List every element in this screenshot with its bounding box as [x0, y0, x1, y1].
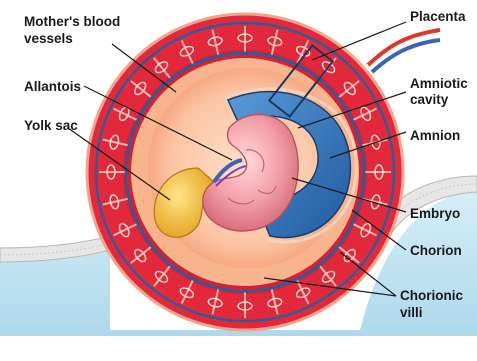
- label-chorionic-villi-2: villi: [400, 305, 423, 320]
- label-embryo: Embryo: [410, 206, 460, 221]
- label-chorionic-villi-1: Chorionic: [400, 288, 463, 303]
- label-amniotic-cavity-2: cavity: [410, 92, 449, 107]
- label-amniotic-cavity-1: Amniotic: [410, 76, 468, 91]
- mothers-artery: [368, 30, 440, 65]
- label-amnion: Amnion: [410, 128, 460, 143]
- label-placenta: Placenta: [410, 9, 466, 24]
- label-mothers-blood-vessels-2: vessels: [24, 31, 73, 46]
- mothers-vein: [372, 40, 440, 72]
- label-mothers-blood-vessels-1: Mother's blood: [24, 14, 120, 29]
- label-allantois: Allantois: [24, 79, 81, 94]
- label-chorion: Chorion: [410, 243, 462, 258]
- label-yolk-sac: Yolk sac: [24, 118, 78, 133]
